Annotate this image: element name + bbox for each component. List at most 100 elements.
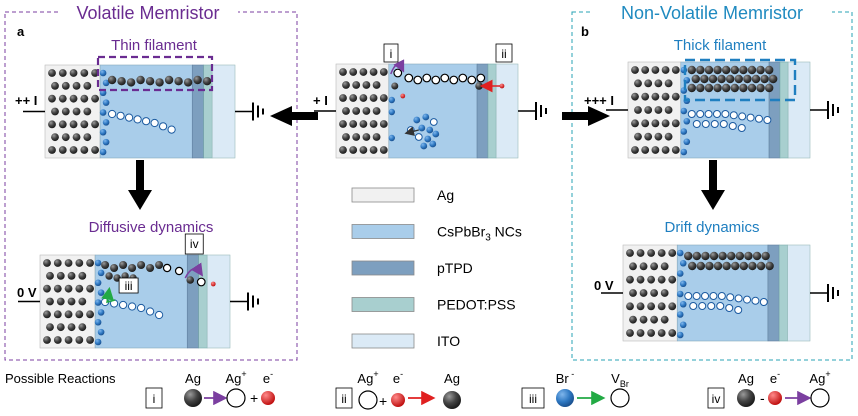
ag-particle [687,65,696,75]
ag-particle [650,262,659,271]
ag-particle [136,75,145,85]
ag-particle [671,119,680,128]
reaction-id: iv [712,392,721,406]
ag-particle [352,81,361,89]
ag-particle [664,132,673,141]
ag-particle [126,78,136,87]
ag-particle [747,83,757,93]
ag-particle [78,323,87,332]
filament-box [683,58,797,102]
reaction-sup: + [825,369,830,379]
ag-particle [668,249,677,257]
ag-particle [634,106,642,114]
ag-ion [94,299,102,306]
ag-particle [51,81,59,90]
ag-particle [636,329,645,337]
ag-ion [680,107,688,115]
vacancy [751,296,760,305]
ag-particle [75,336,84,344]
vacancy [737,124,746,132]
bias-b-top: +++ I [584,93,614,108]
vacancy [137,303,146,313]
ag-particle [78,271,87,280]
ag-particle [86,336,94,344]
ag-particle [48,146,56,154]
ag-particle [155,78,164,87]
ag-particle [644,106,653,114]
vacancy [155,310,164,320]
ag-particle [641,146,650,154]
reaction-label: Br - [556,369,575,386]
reaction-sup: - [569,369,575,379]
ag-ion [676,331,684,339]
ag-particle [69,69,78,77]
ag-cation [358,390,378,410]
ag-cation [467,75,477,85]
ito-layer [211,64,236,159]
reaction-label: Ag [738,371,754,386]
ag-particle [634,79,642,88]
ag-particle [46,297,54,306]
ag-ion [424,135,432,143]
ag-particle [751,74,761,84]
vacancy [150,118,159,128]
arrow-left [270,106,318,126]
vacancy [142,117,151,126]
reaction-label: Ag+ [809,369,830,386]
ag-particle [145,77,155,86]
ag-cation [810,388,830,408]
legend-swatch [351,224,415,239]
ag-particle [734,74,743,84]
ag-particle [379,120,388,128]
panel-b-frame: Non-Volatile Memristor b [571,2,853,361]
vacancy [710,120,719,128]
marker-iii: iii [125,279,133,293]
vacancy [763,116,772,124]
ito-layer [787,244,811,342]
ag-cation [440,73,450,83]
ag-particle [174,77,183,86]
ag-cation [458,73,468,83]
ag-particle [631,66,639,74]
ag-ion [680,128,688,135]
ag-particle [379,94,388,102]
marker-iii-box [118,277,139,294]
ag-particle [86,284,94,293]
ag-particle [764,83,774,93]
ag-particle [671,92,680,101]
reaction-id: iii [529,392,537,406]
ag-particle [342,81,350,89]
ag-particle [654,106,663,114]
ag-ion [676,311,684,318]
ag-cation [393,68,403,78]
ag-particle [704,83,714,93]
vacancy [716,302,725,310]
br-ion [556,389,574,407]
ag-particle [352,133,361,141]
ag-particle [756,65,765,75]
ag-particle [58,69,67,77]
ag-particle [91,94,99,103]
ag-particle [379,146,388,154]
ag-particle [657,302,666,311]
ag-particle [362,81,371,89]
ag-particle [631,92,639,101]
ag-particle [369,68,378,76]
ag-particle [359,120,368,128]
reaction-id: i [153,392,156,406]
ag-particle [391,82,399,90]
ag-ion [102,138,110,146]
ag-particle [748,261,757,271]
ag-particle [61,81,70,90]
reaction-label: e- [393,369,403,386]
ag-particle [725,74,735,84]
ag-particle [107,75,117,85]
ag-cation [174,266,184,276]
pedot-layer [778,244,788,342]
ag-ion [99,128,107,136]
ag-particle [342,107,350,115]
bias-a-bottom: 0 V [17,285,37,300]
legend-swatch [351,187,415,203]
thin-filament-label: Thin filament [111,37,198,54]
ag-ion [99,148,107,156]
